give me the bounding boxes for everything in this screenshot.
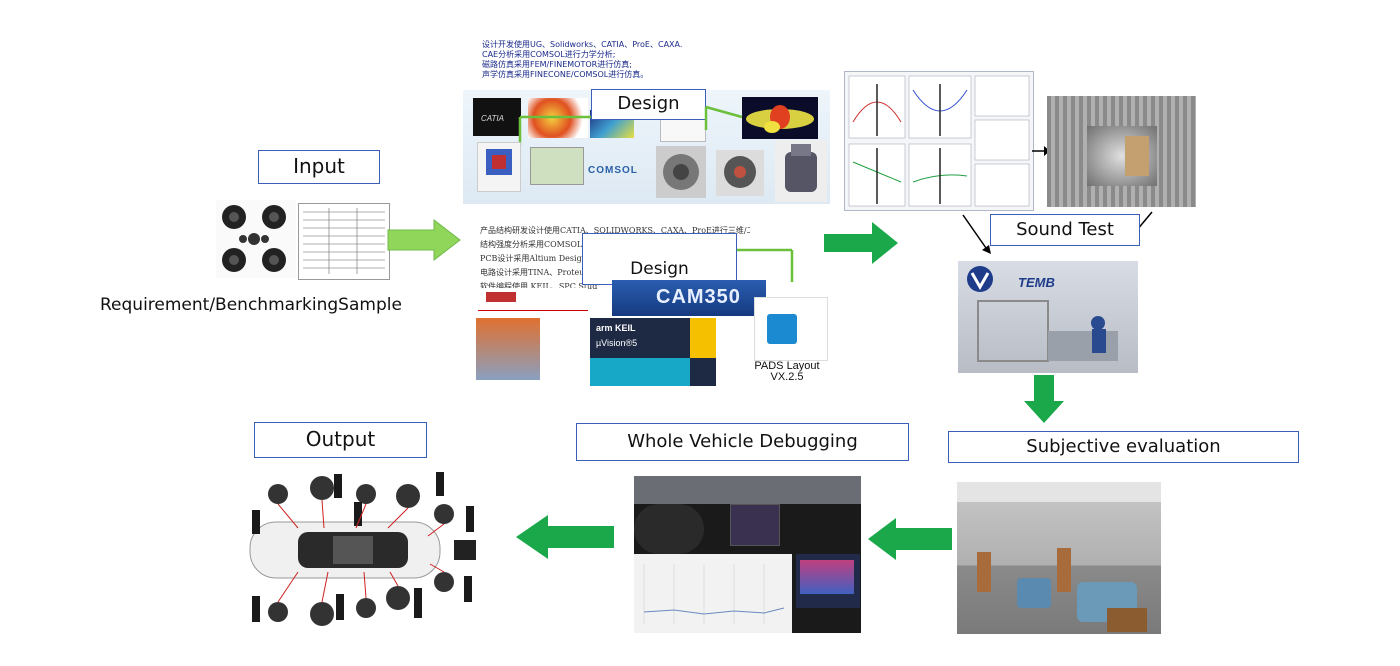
simulation-note: 产品结构研发设计使用CATIA、SOLIDWORKS、CAXA、ProE进行三维… [480,226,750,235]
arrow-debugging-to-output [516,515,614,559]
sound-test-label-box: Sound Test [990,214,1140,246]
test-charts-screenshot [844,71,1034,211]
keil-product: µVision®5 [596,338,638,348]
solidworks-screenshot [530,147,584,185]
output-label-box: Output [254,422,427,458]
output-label: Output [305,427,376,451]
comsol-logo-text: COMSOL [588,165,638,176]
cam350-logo: CAM350 [612,280,766,316]
design-note: CAE分析采用COMSOL进行力学分析; [482,50,616,59]
design-notes: 设计开发使用UG、Solidworks、CATIA、ProE、CAXA. CAE… [482,40,742,80]
input-label: Input [293,154,345,178]
anechoic-chamber-photo [1047,96,1196,207]
arrow-evaluation-to-debugging [868,518,952,560]
simulation-note: 软件编程使用 KEIL、SPC Stud [480,282,598,291]
simulation-note: PCB设计采用Altium Designer [480,254,596,263]
vehicle-debugging-photo [634,476,861,633]
vehicle-speaker-layout [238,466,490,632]
whole-vehicle-debugging-label-box: Whole Vehicle Debugging [576,423,909,461]
design-note: 声学仿真采用FINECONE/COMSOL进行仿真。 [482,70,649,79]
comsol-logo: COMSOL [588,160,652,178]
speaker-render-1 [656,146,706,198]
test-lab-photo: TEMB [958,261,1138,373]
design-note: 磁路仿真采用FEM/FINEMOTOR进行仿真; [482,60,632,69]
catia-logo: CATIA [473,98,521,136]
cam350-logo-text: CAM350 [656,286,741,308]
subjective-evaluation-label-box: Subjective evaluation [948,431,1299,463]
speaker-render-2 [716,150,764,196]
input-label-box: Input [258,150,380,184]
design-note: 设计开发使用UG、Solidworks、CATIA、ProE、CAXA. [482,40,683,49]
temb-logo: TEMB [1018,275,1055,290]
subjective-evaluation-label: Subjective evaluation [1026,436,1221,457]
solidworks-splash [476,318,540,380]
allegro-screenshot [478,288,588,311]
cone-simulation-image [742,97,818,139]
whole-vehicle-debugging-label: Whole Vehicle Debugging [627,431,858,452]
listening-room-photo [957,482,1161,634]
requirement-label: Requirement/BenchmarkingSample [100,295,402,315]
pads-label: PADS Layout VX.2.5 [754,360,820,383]
motor-render [775,140,827,202]
finemotor-screenshot [477,142,521,192]
simulation-notes: 产品结构研发设计使用CATIA、SOLIDWORKS、CAXA、ProE进行三维… [480,224,760,294]
requirement-document [298,203,390,280]
arrow-input-to-design [387,218,461,262]
arrow-test-to-evaluation [1024,375,1064,423]
keil-brand: arm KEIL [596,323,636,333]
arrow-design-to-test [824,222,898,264]
sound-test-label: Sound Test [1016,219,1114,240]
simulation-note: 电路设计采用TINA、Proteus [480,268,589,277]
design-label-box: Design [591,89,706,120]
pads-logo [754,297,828,361]
simulation-note: 结构强度分析采用COMSOL、ANSYS [480,240,620,249]
keil-splash: arm KEIL µVision®5 [590,318,716,386]
speaker-samples-photo [216,200,296,278]
design-label: Design [617,93,680,114]
